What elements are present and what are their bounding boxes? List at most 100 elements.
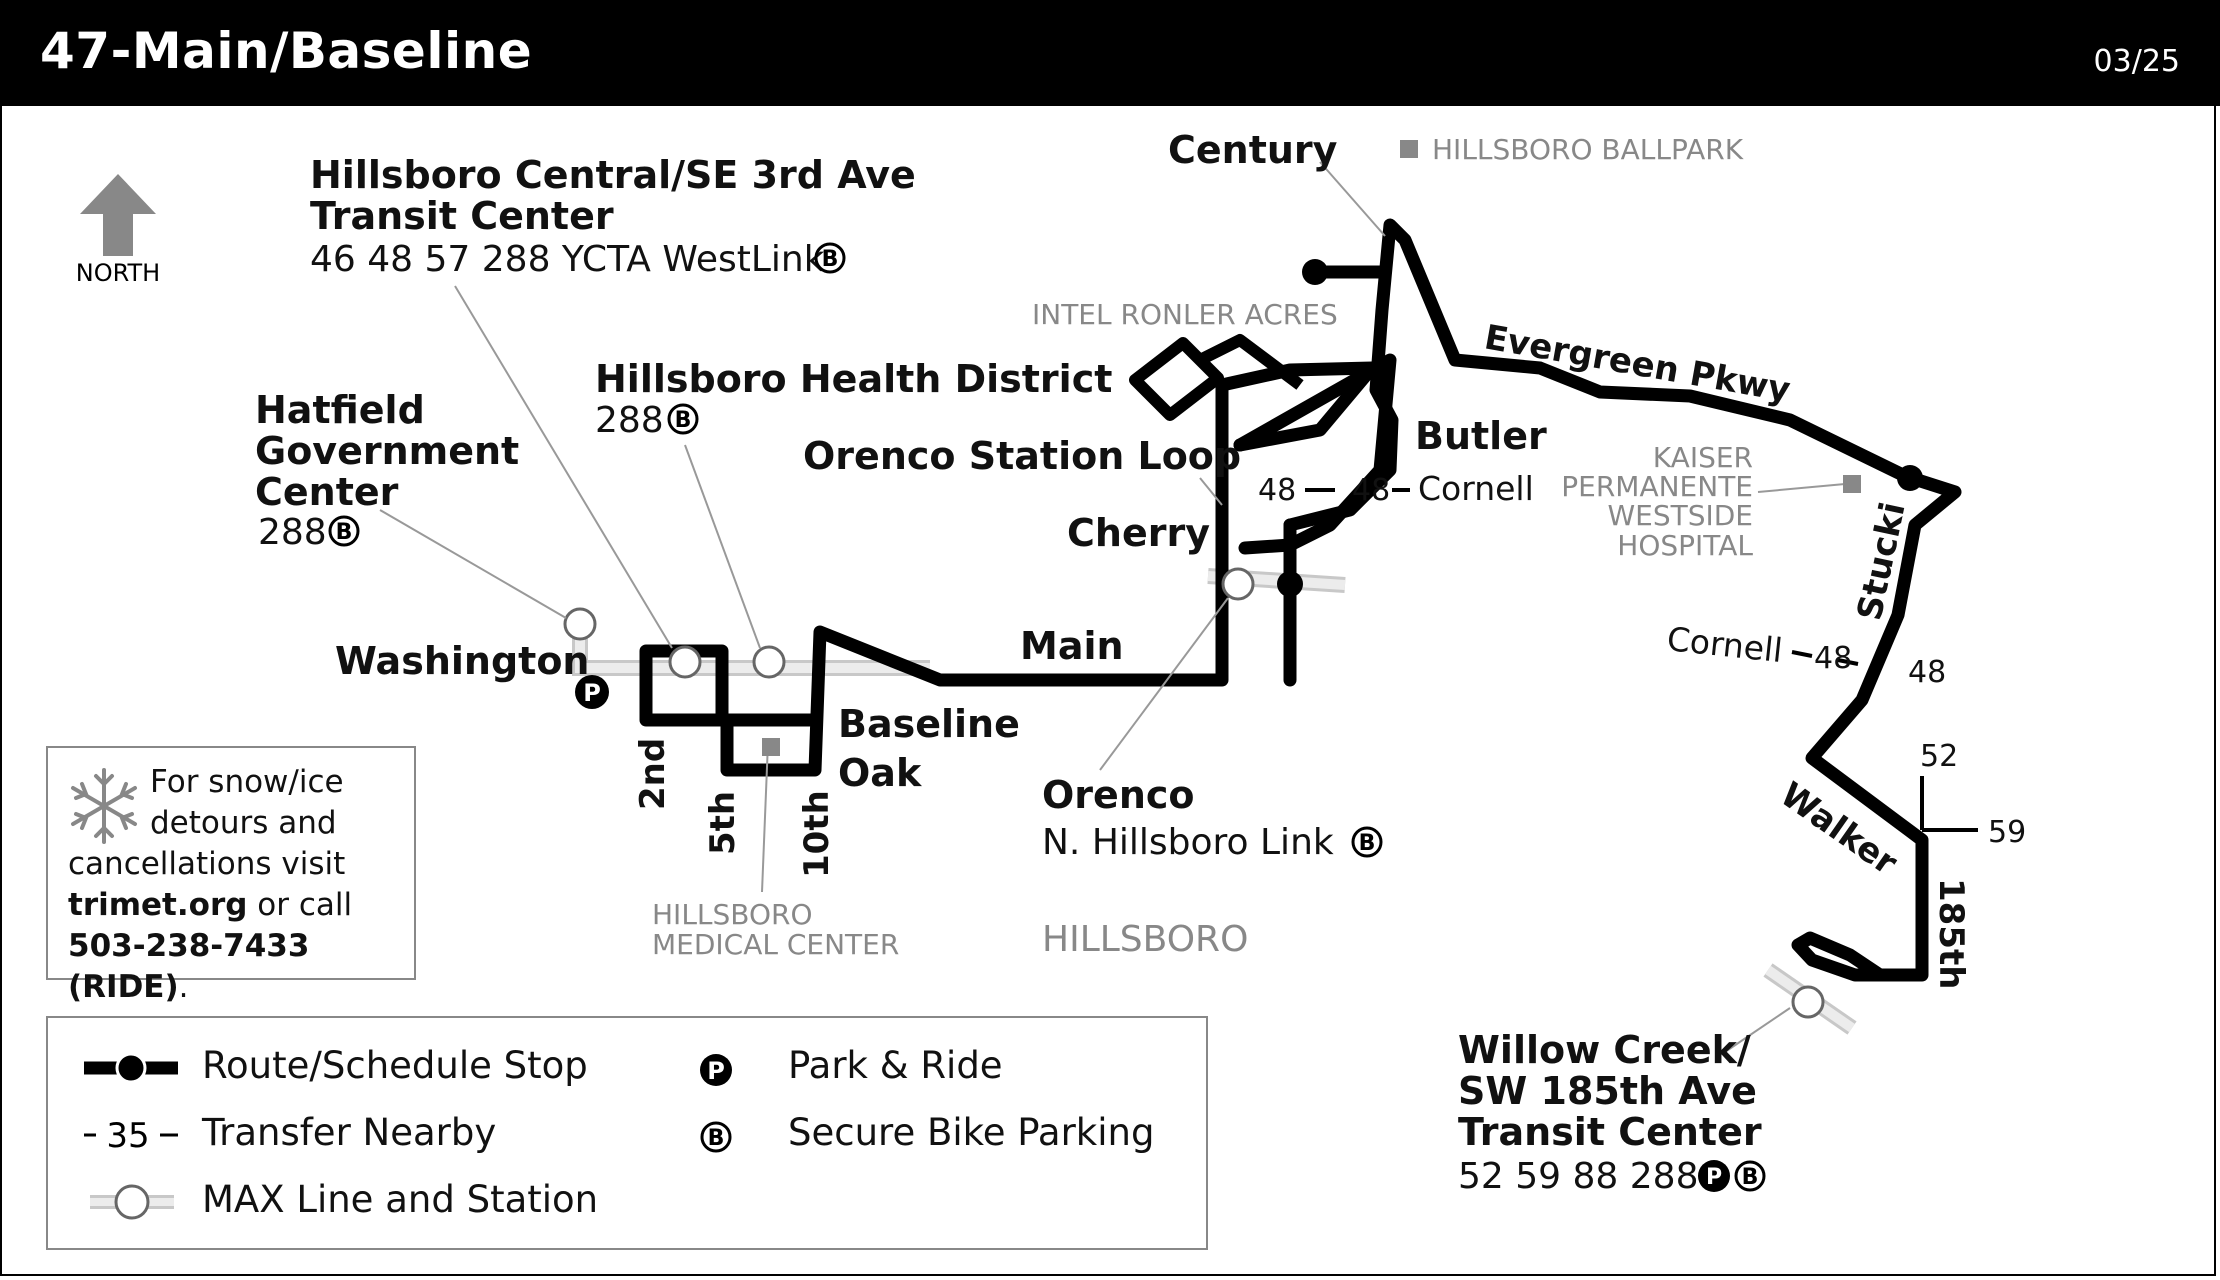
- snowflake-icon: [71, 768, 137, 844]
- ballpark-marker: [1400, 140, 1418, 158]
- bike-parking-icon: B: [667, 403, 699, 435]
- legend-transfer: Transfer Nearby: [202, 1111, 497, 1154]
- cherry-label: Cherry: [1067, 511, 1210, 555]
- max-sample: [90, 1184, 174, 1220]
- bike-legend-icon: B: [700, 1121, 732, 1153]
- medical-marker: [762, 738, 780, 756]
- orenco-label: Orenco: [1042, 773, 1195, 817]
- 10th-label: 10th: [797, 790, 837, 878]
- snow-notice: For snow/ice detours and cancellations v…: [46, 746, 416, 1005]
- svg-text:B: B: [1359, 831, 1376, 856]
- city-label: HILLSBORO: [1042, 919, 1248, 960]
- hatfield-label-1: Hatfield: [255, 388, 425, 432]
- map-header: 47-Main/Baseline 03/25: [0, 0, 2220, 106]
- hatfield-label-2: Government: [255, 429, 519, 473]
- transfer-52: 52: [1920, 739, 1958, 774]
- medical-label-2: MEDICAL CENTER: [652, 928, 899, 961]
- snow-line-2: detours and: [150, 805, 337, 841]
- hatfield-routes: 288: [258, 512, 327, 553]
- bike-icons: B B B B P B: [328, 242, 1766, 1192]
- walker-label: Walker: [1773, 775, 1905, 884]
- snow-line-3: cancellations visit: [68, 846, 346, 882]
- ride-phone[interactable]: 503-238-7433 (RIDE): [68, 928, 310, 1005]
- snow-line-1: For snow/ice: [150, 764, 344, 800]
- svg-text:B: B: [336, 520, 353, 545]
- transfer-48-c: 48: [1814, 641, 1852, 676]
- svg-text:B: B: [1742, 1165, 1759, 1190]
- transfer-59: 59: [1988, 815, 2026, 850]
- hillsboro-central-routes: 46 48 57 288 YCTA WestLink: [310, 239, 825, 280]
- map-date: 03/25: [2093, 44, 2180, 79]
- hatfield-station: [563, 607, 597, 641]
- butler-label: Butler: [1415, 414, 1547, 458]
- kaiser-marker: [1843, 475, 1861, 493]
- oak-label: Oak: [838, 751, 922, 795]
- kaiser-label-2: PERMANENTE: [1561, 470, 1753, 503]
- transfer-48-b: 48: [1352, 473, 1390, 508]
- legend-route-stop: Route/Schedule Stop: [202, 1044, 588, 1087]
- hillsboro-central-label-2: Transit Center: [310, 194, 614, 238]
- 185th-label: 185th: [1931, 878, 1971, 989]
- orenco-loop-label: Orenco Station Loop: [803, 434, 1241, 478]
- bike-parking-icon: B: [1351, 826, 1383, 858]
- century-stop: [1302, 259, 1328, 285]
- transfer-sample-number: 35: [106, 1116, 149, 1156]
- health-district-routes: 288: [595, 400, 664, 441]
- hillsboro-central-label-1: Hillsboro Central/SE 3rd Ave: [310, 153, 916, 197]
- health-district-label: Hillsboro Health District: [595, 357, 1112, 401]
- snow-line-4: trimet.org or call: [68, 887, 353, 923]
- transfer-48-d: 48: [1908, 655, 1946, 690]
- cornell-label-right: Cornell: [1665, 619, 1784, 670]
- transfer-48-a: 48: [1258, 473, 1296, 508]
- intel-loop: [1129, 337, 1224, 421]
- svg-text:P: P: [707, 1057, 725, 1085]
- kaiser-label-3: WESTSIDE: [1607, 499, 1753, 532]
- willow-creek-station: [1791, 985, 1825, 1019]
- max-stations: [563, 567, 1825, 1019]
- svg-text:P: P: [583, 679, 601, 707]
- map-frame: [0, 106, 2216, 1276]
- kaiser-label-4: HOSPITAL: [1617, 529, 1753, 562]
- hatfield-label-3: Center: [255, 470, 399, 514]
- hillsboro-central-station: [668, 645, 702, 679]
- willow-creek-label-1: Willow Creek/: [1458, 1028, 1751, 1072]
- svg-text:B: B: [822, 247, 839, 272]
- snow-line-5: 503-238-7433 (RIDE).: [68, 928, 310, 1005]
- park-ride-legend-icon: P: [700, 1054, 732, 1086]
- legend: 35 P B Route/Schedule Stop Transfer Near…: [46, 1016, 1208, 1250]
- century-label: Century: [1168, 128, 1338, 172]
- svg-text:B: B: [675, 408, 692, 433]
- trimet-link[interactable]: trimet.org: [68, 887, 248, 923]
- landmark-markers: [762, 140, 1861, 756]
- orenco-routes: N. Hillsboro Link: [1042, 822, 1334, 863]
- kaiser-label-1: KAISER: [1653, 441, 1753, 474]
- legend-bike: Secure Bike Parking: [788, 1111, 1155, 1154]
- north-arrow-icon: [80, 174, 156, 256]
- willow-creek-label-2: SW 185th Ave: [1458, 1069, 1757, 1113]
- baseline-label: Baseline: [838, 702, 1020, 746]
- legend-max: MAX Line and Station: [202, 1178, 599, 1221]
- bike-parking-icon: B: [1734, 1160, 1766, 1192]
- transfer-ticks: [1305, 488, 1978, 832]
- intel-connector: [1197, 334, 1304, 390]
- north-label: NORTH: [76, 259, 160, 287]
- route-title: 47-Main/Baseline: [40, 22, 533, 80]
- svg-text:P: P: [1706, 1165, 1722, 1190]
- legend-symbols: 35 P B: [84, 1052, 732, 1220]
- svg-text:B: B: [708, 1126, 725, 1151]
- ballpark-label: HILLSBORO BALLPARK: [1432, 133, 1744, 166]
- willow-creek-routes: 52 59 88 288: [1458, 1156, 1698, 1197]
- cornell-label-top: Cornell: [1418, 469, 1534, 508]
- main-label: Main: [1020, 624, 1124, 668]
- park-ride-icon: P: [575, 675, 609, 709]
- park-ride-icon: P: [1698, 1160, 1730, 1192]
- health-district-station: [752, 645, 786, 679]
- 5th-label: 5th: [703, 791, 743, 855]
- bike-parking-icon: B: [328, 515, 360, 547]
- willow-creek-label-3: Transit Center: [1458, 1110, 1762, 1154]
- legend-park-ride: Park & Ride: [788, 1044, 1003, 1087]
- intel-label: INTEL RONLER ACRES: [1032, 298, 1338, 331]
- washington-label: Washington: [335, 639, 589, 683]
- route-stop-sample: [84, 1052, 178, 1084]
